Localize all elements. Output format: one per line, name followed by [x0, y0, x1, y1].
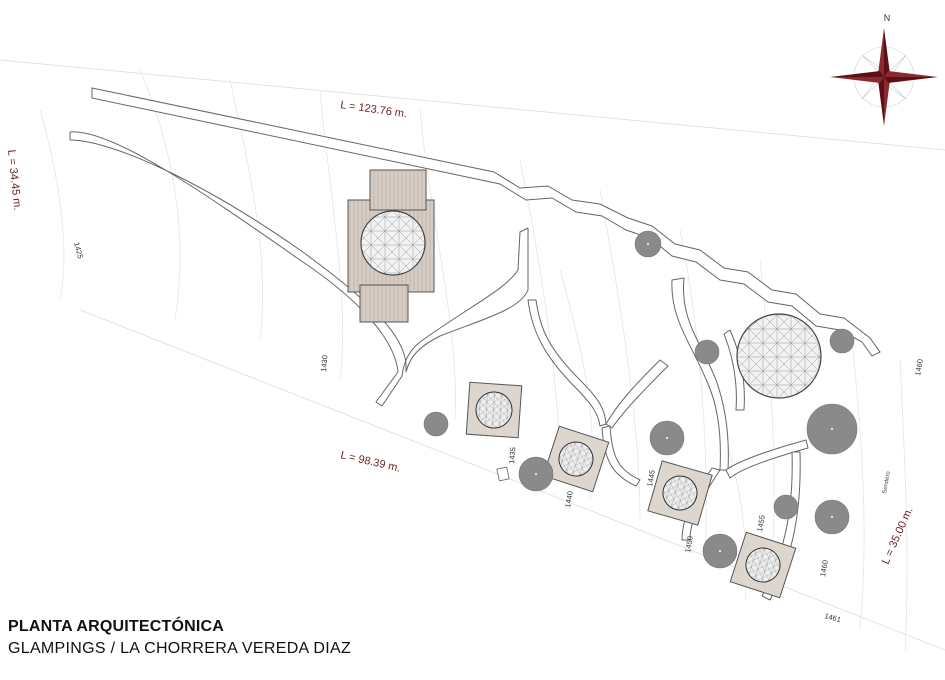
contour-label: 1430	[319, 355, 329, 372]
title-block: PLANTA ARQUITECTÓNICA GLAMPINGS / LA CHO…	[8, 618, 351, 658]
access-road	[91, 87, 881, 357]
tree	[694, 339, 720, 365]
lot-boundary	[0, 59, 945, 651]
contour-label: 1425	[72, 241, 85, 259]
contour-label: 1445	[645, 469, 657, 487]
glamping-unit	[542, 425, 610, 493]
path-label: Sendero	[882, 470, 892, 494]
contour-label: 1440	[563, 490, 575, 508]
main-building	[347, 169, 435, 323]
plan-subtitle: GLAMPINGS / LA CHORRERA VEREDA DIAZ	[8, 640, 352, 657]
dimension-bottom: L = 98.39 m.	[339, 449, 401, 474]
large-dome	[736, 313, 822, 399]
compass-north-label: N	[884, 13, 891, 23]
marker-square	[496, 466, 510, 482]
glamping-unit	[647, 460, 713, 526]
tree	[829, 328, 855, 354]
main-dome	[360, 210, 426, 276]
contour-label: 1455	[755, 514, 767, 532]
glamping-unit	[465, 381, 523, 439]
tree	[423, 411, 449, 437]
tree	[773, 494, 799, 520]
compass-rose	[830, 28, 938, 126]
dimension-right: L = 35.00 m.	[880, 506, 916, 567]
contour-label: 1460	[913, 358, 925, 376]
contour-label: 1450	[683, 535, 695, 553]
dimension-left: L = 34.45 m.	[5, 149, 23, 211]
walking-paths	[69, 131, 809, 601]
contour-label: 1460	[818, 559, 830, 577]
contour-label: 1461	[823, 611, 841, 624]
plan-title: PLANTA ARQUITECTÓNICA	[8, 618, 225, 635]
glamping-unit	[729, 531, 797, 599]
contour-label: 1435	[507, 447, 517, 464]
dimension-top: L = 123.76 m.	[340, 99, 408, 120]
